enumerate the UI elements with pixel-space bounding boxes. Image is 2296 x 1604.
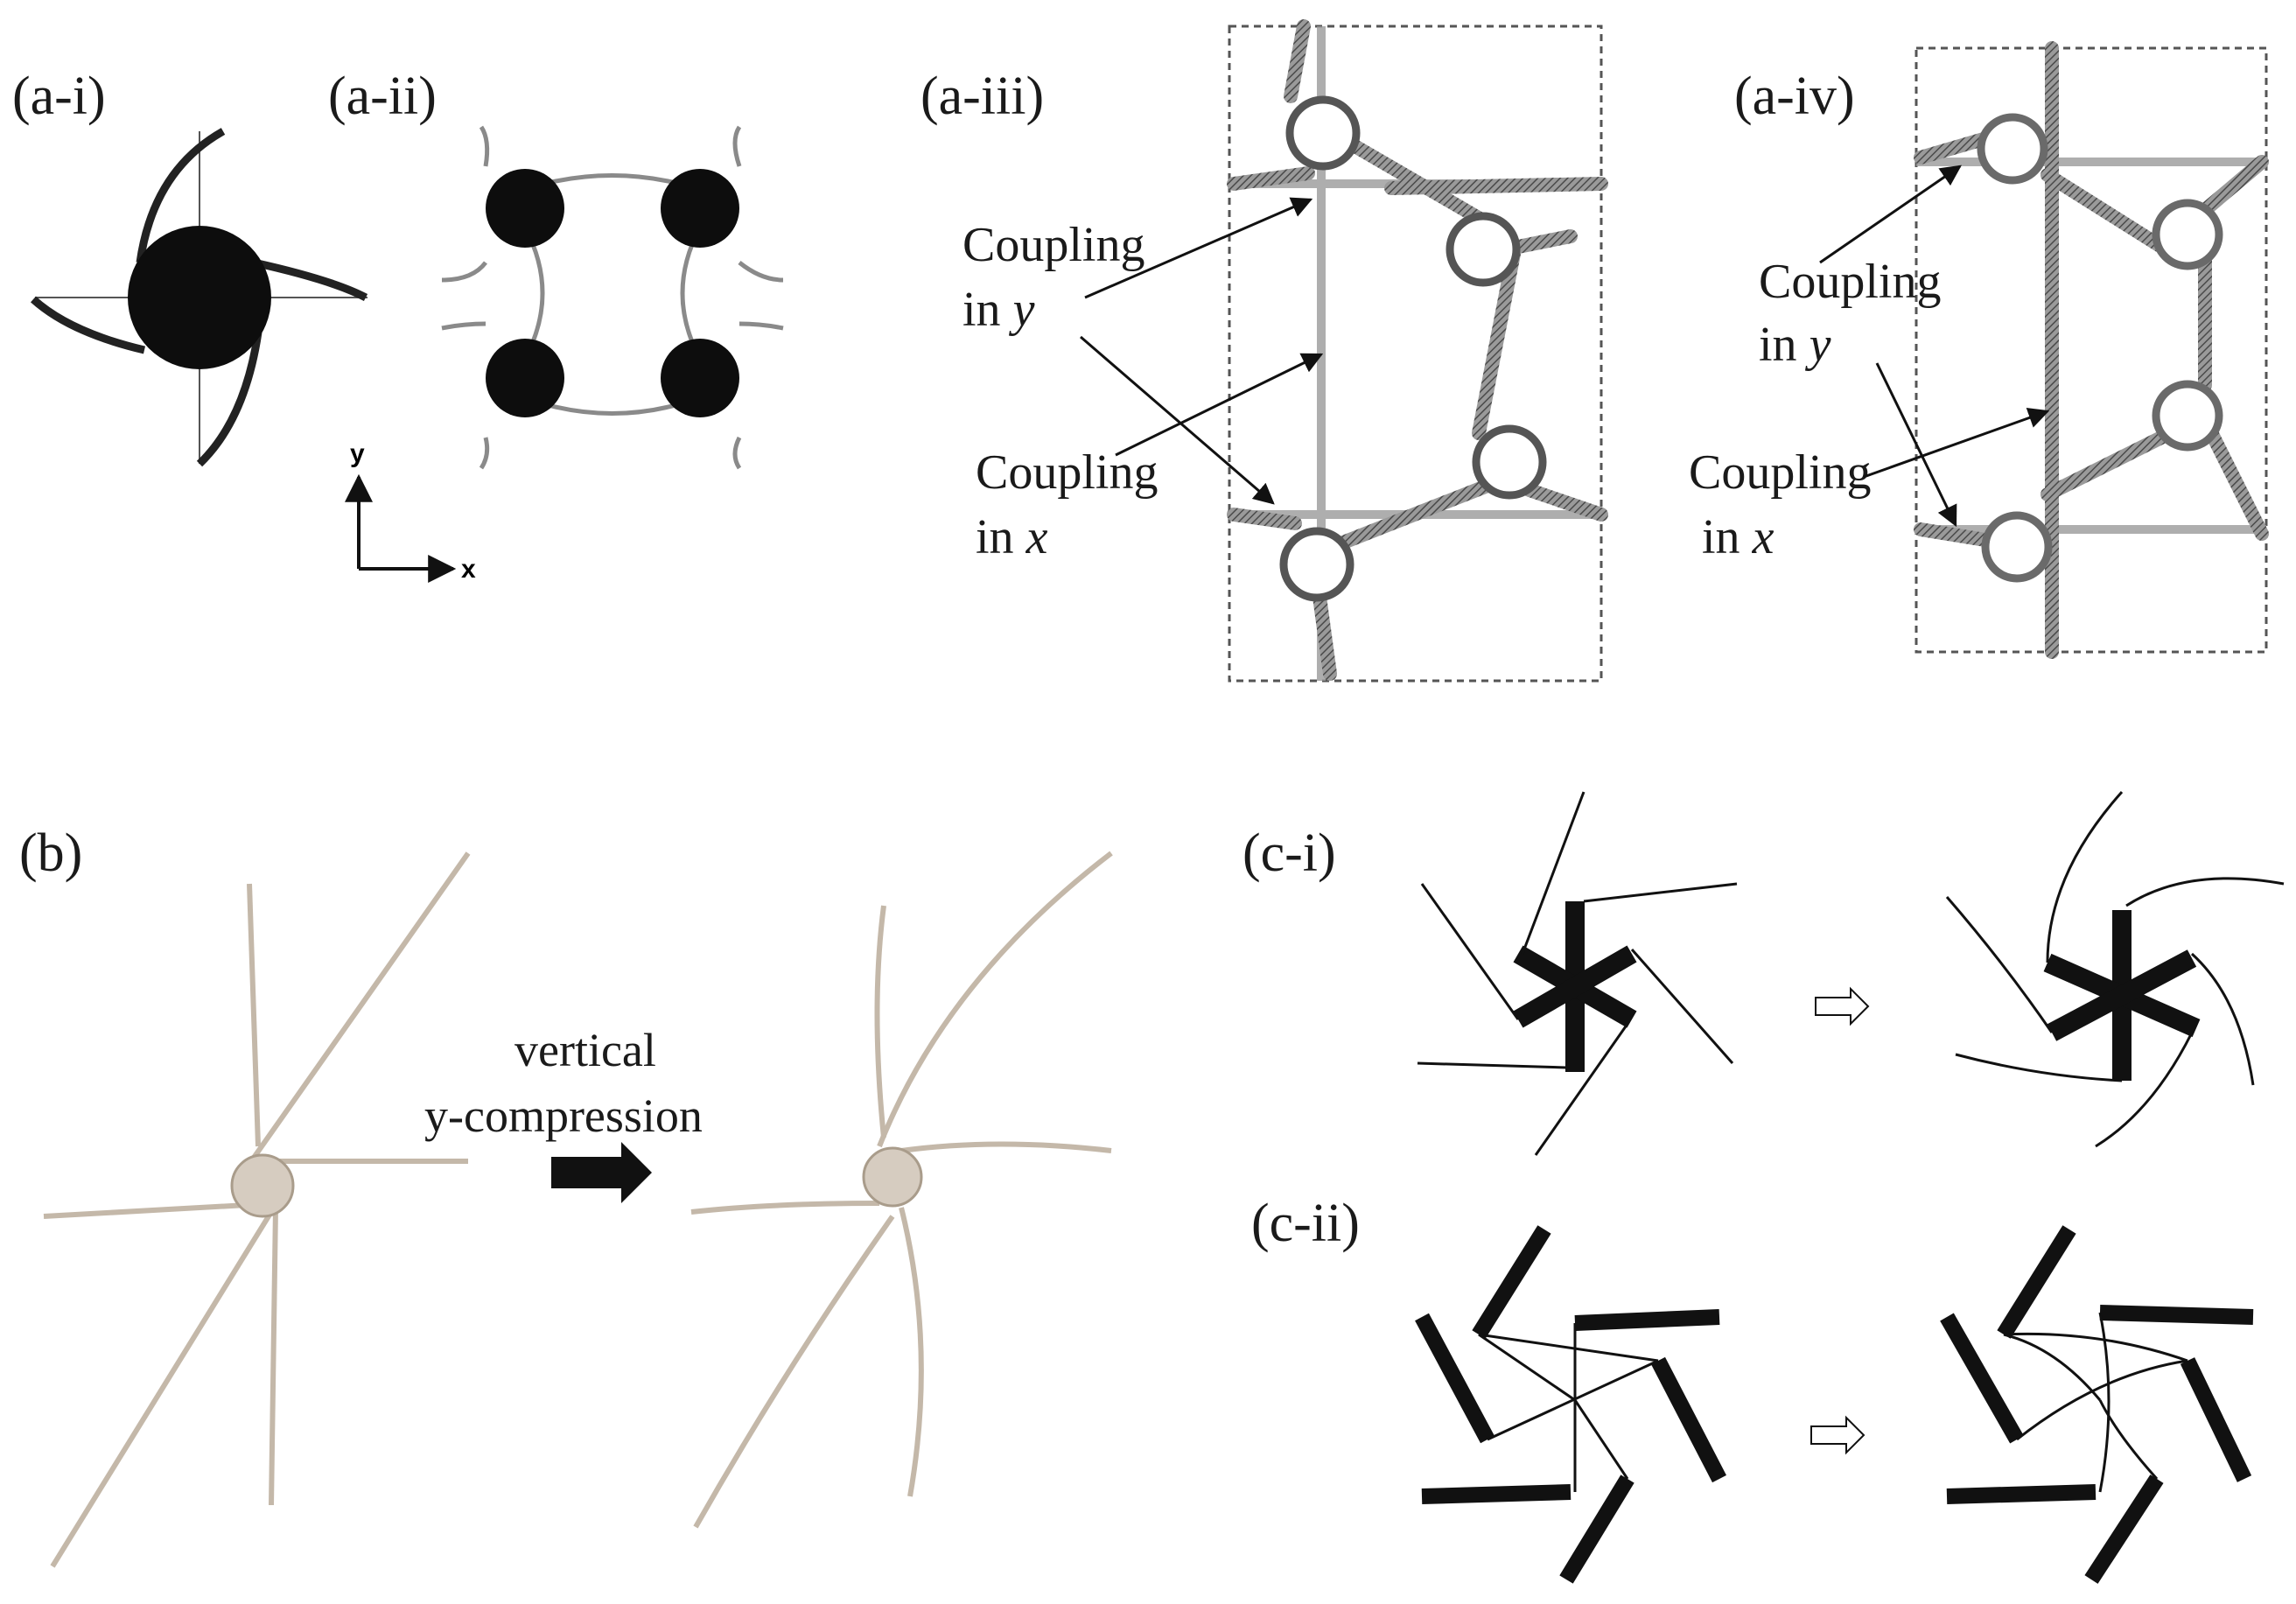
arrow-label-line1: vertical xyxy=(514,1024,656,1076)
panel-label-b: (b) xyxy=(19,823,82,883)
coupling-x-line2: in x xyxy=(1702,510,1774,564)
panel-a-i: (a-i) xyxy=(12,67,368,467)
rotating-star-deformed xyxy=(1945,791,2285,1148)
axis-label-x: x xyxy=(461,555,476,584)
panel-label-a-ii: (a-ii) xyxy=(328,67,437,126)
chiral-chain xyxy=(1914,41,2269,659)
node-disc xyxy=(862,1146,923,1208)
ligament-structure-undeformed xyxy=(43,851,471,1568)
coupling-y-line1: Coupling xyxy=(1759,255,1941,309)
ring-nodes xyxy=(1977,113,2223,583)
coupling-y-line1: Coupling xyxy=(962,218,1144,272)
ring-nodes xyxy=(1279,95,1547,602)
transition-arrow xyxy=(1815,986,1870,1026)
axis-label-y: y xyxy=(350,439,365,468)
panel-c-i: (c-i) xyxy=(1242,791,2285,1156)
panel-label-a-i: (a-i) xyxy=(12,67,106,126)
node-disc xyxy=(661,169,739,248)
node-disc xyxy=(486,339,564,417)
coupling-annotations: Coupling in y Coupling in x xyxy=(962,197,1324,564)
chiral-node-single xyxy=(30,128,368,467)
coupling-x-line2: in x xyxy=(976,510,1048,564)
coupling-x-line1: Coupling xyxy=(1689,445,1871,500)
panel-label-a-iv: (a-iv) xyxy=(1734,67,1855,126)
transition-arrow xyxy=(1810,1415,1866,1455)
coupling-y-line2: in y xyxy=(1759,318,1831,372)
unit-cell-boundary xyxy=(1228,25,1603,683)
panel-a-ii: (a-ii) y x xyxy=(328,67,784,584)
panel-label-c-i: (c-i) xyxy=(1242,823,1336,883)
unit-cell-boundary xyxy=(1914,46,2268,654)
node-disc xyxy=(486,169,564,248)
panel-a-iv: (a-iv) Coupling in y Coupling i xyxy=(1689,41,2269,659)
coupling-x-line1: Coupling xyxy=(976,445,1158,500)
axis-triad: y x xyxy=(345,439,476,584)
node-disc xyxy=(128,226,271,369)
coupling-y-line2: in y xyxy=(962,283,1035,337)
rotating-squares-deformed xyxy=(1940,1225,2254,1584)
panel-label-c-ii: (c-ii) xyxy=(1251,1194,1360,1253)
rotating-star-undeformed xyxy=(1417,791,1738,1156)
four-node-cell xyxy=(441,125,784,470)
panel-label-a-iii: (a-iii) xyxy=(920,67,1044,126)
rotating-squares-undeformed xyxy=(1415,1225,1726,1584)
panel-c-ii: (c-ii) xyxy=(1251,1194,2254,1584)
ligament-structure-compressed xyxy=(690,851,1113,1529)
panel-b: (b) vertical y-compression xyxy=(19,823,1113,1568)
coupling-annotations: Coupling in y Coupling in x xyxy=(1689,165,2050,564)
arrow-label-line2: y-compression xyxy=(424,1089,703,1142)
compression-arrow: vertical y-compression xyxy=(424,1024,703,1203)
node-disc xyxy=(230,1153,295,1218)
node-disc xyxy=(661,339,739,417)
panel-a-iii: (a-iii) Coupling in y C xyxy=(920,19,1608,683)
